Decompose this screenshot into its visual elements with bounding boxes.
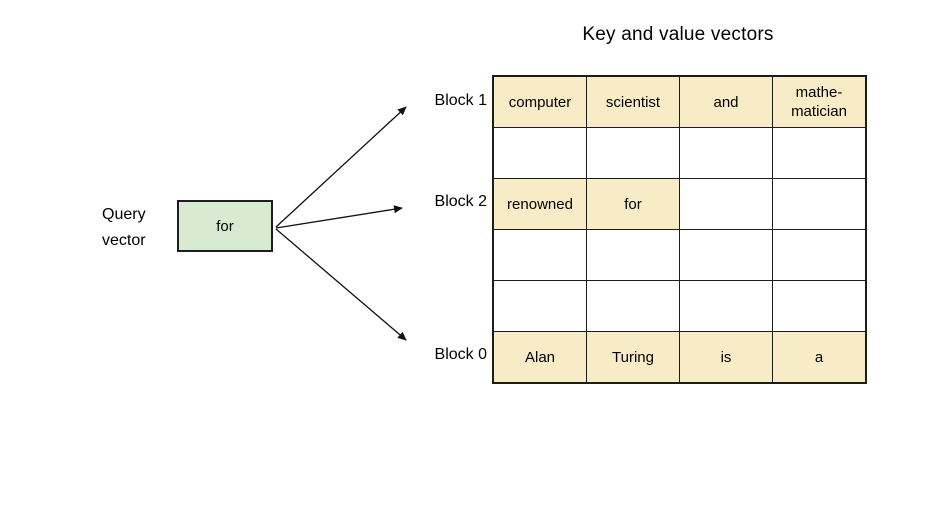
kv-cell xyxy=(586,127,680,179)
block-0-label: Block 0 xyxy=(434,346,487,363)
kv-cell xyxy=(586,280,680,332)
arrow-to-block-0 xyxy=(275,228,407,341)
kv-cell: Turing xyxy=(586,331,680,384)
kv-cell xyxy=(679,229,773,281)
query-label-line2: vector xyxy=(102,232,146,249)
kv-cell xyxy=(772,229,867,281)
query-label-line1: Query xyxy=(102,206,146,223)
query-vector-box: for xyxy=(177,200,273,252)
arrow-to-block-1 xyxy=(275,106,407,228)
kv-cell xyxy=(492,280,587,332)
kv-cell xyxy=(772,178,867,230)
kv-cell: for xyxy=(586,178,680,230)
kv-cell xyxy=(586,229,680,281)
kv-cell xyxy=(679,280,773,332)
kv-cell xyxy=(772,280,867,332)
block-2-label: Block 2 xyxy=(434,193,487,210)
kv-cell: a xyxy=(772,331,867,384)
kv-cell: scientist xyxy=(586,75,680,128)
arrow-to-block-2 xyxy=(275,205,403,229)
kv-cell: renowned xyxy=(492,178,587,230)
kv-table: computer scientist and mathe- matician r… xyxy=(492,75,867,384)
kv-cell: is xyxy=(679,331,773,384)
table-row-block-2: renowned for xyxy=(492,178,867,230)
kv-cell: and xyxy=(679,75,773,128)
query-vector-label: Query vector xyxy=(102,202,146,254)
kv-cell xyxy=(492,229,587,281)
kv-cell xyxy=(679,127,773,179)
kv-cell xyxy=(772,127,867,179)
table-row-empty xyxy=(492,229,867,281)
table-row-block-0: Alan Turing is a xyxy=(492,331,867,384)
query-box-text: for xyxy=(216,217,234,235)
table-row-block-1: computer scientist and mathe- matician xyxy=(492,75,867,128)
kv-cell: computer xyxy=(492,75,587,128)
kv-cell: Alan xyxy=(492,331,587,384)
kv-cell: mathe- matician xyxy=(772,75,867,128)
kv-cell xyxy=(679,178,773,230)
table-row-empty xyxy=(492,127,867,179)
table-row-empty xyxy=(492,280,867,332)
block-1-label: Block 1 xyxy=(434,92,487,109)
kv-cell xyxy=(492,127,587,179)
diagram-title: Key and value vectors xyxy=(582,24,774,45)
